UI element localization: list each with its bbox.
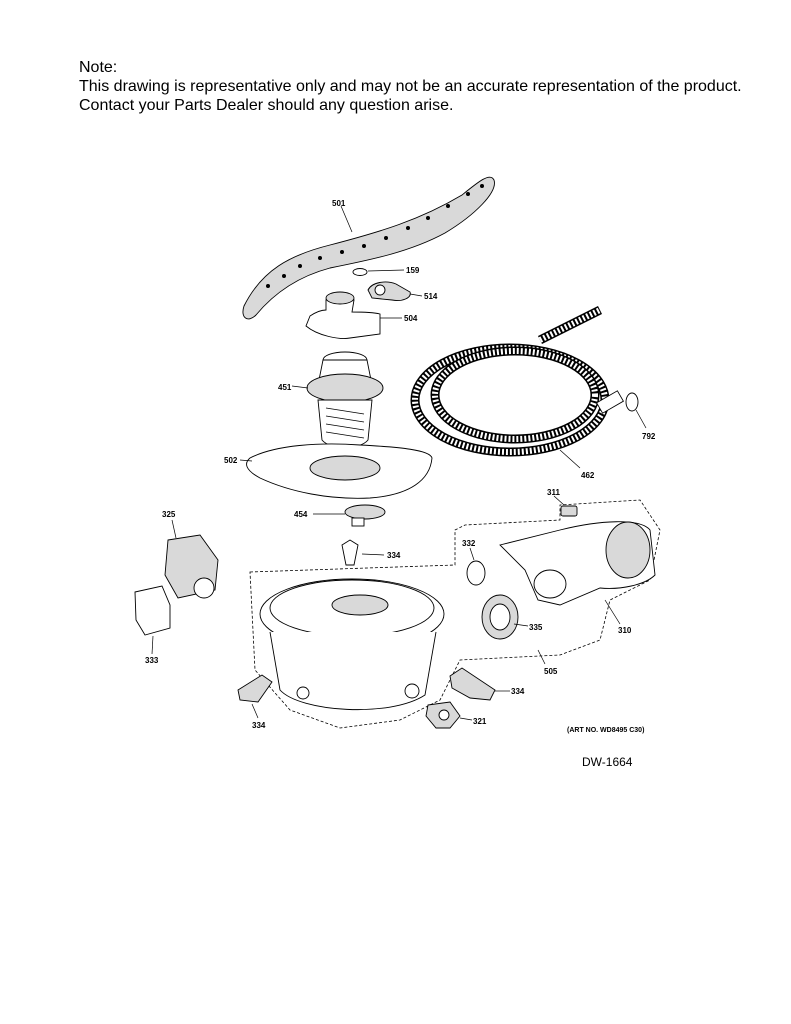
callout-325: 325: [162, 510, 176, 519]
note-line-1: This drawing is representative only and …: [79, 78, 742, 95]
callout-334-upper: 334: [387, 551, 401, 560]
callout-792: 792: [642, 432, 656, 441]
seal-335[interactable]: [481, 594, 529, 640]
note-line-2: Contact your Parts Dealer should any que…: [79, 97, 454, 114]
hose-clamp-792[interactable]: [625, 392, 647, 429]
callout-451: 451: [278, 383, 292, 392]
pump-motor-310[interactable]: [499, 521, 656, 625]
callout-514: 514: [424, 292, 438, 301]
capacitor-311[interactable]: [553, 495, 578, 517]
clamp-332[interactable]: [466, 547, 486, 586]
valve-321[interactable]: [425, 701, 473, 729]
callout-333: 333: [145, 656, 159, 665]
sensor-333[interactable]: [134, 585, 171, 655]
callout-332: 332: [462, 539, 476, 548]
callout-454: 454: [294, 510, 308, 519]
callout-159: 159: [406, 266, 420, 275]
filter-plate-502[interactable]: [239, 443, 433, 499]
manifold-504[interactable]: [305, 291, 402, 339]
note-title: Note:: [79, 59, 118, 76]
spray-arm-501[interactable]: [242, 176, 495, 320]
drain-hose-462[interactable]: [410, 305, 625, 469]
drawing-id: DW-1664: [582, 755, 633, 769]
hub-454[interactable]: [313, 504, 386, 527]
callout-501: 501: [332, 199, 346, 208]
callout-504: 504: [404, 314, 418, 323]
callout-321: 321: [473, 717, 487, 726]
diverter-motor-325[interactable]: [164, 519, 219, 599]
coupler-514[interactable]: [367, 281, 423, 301]
filter-assembly-451[interactable]: [291, 351, 384, 448]
art-number: (ART NO. WD8495 C30): [567, 727, 644, 734]
callout-334-left: 334: [252, 721, 266, 730]
callout-335: 335: [529, 623, 543, 632]
clip-334-upper[interactable]: [341, 539, 385, 566]
clip-334-left[interactable]: [237, 674, 273, 719]
callout-462: 462: [581, 471, 595, 480]
sump-assembly-505[interactable]: [249, 499, 661, 729]
callout-310: 310: [618, 626, 632, 635]
callout-334-right: 334: [511, 687, 525, 696]
callout-311: 311: [547, 488, 560, 497]
note-block: Note: This drawing is representative onl…: [79, 58, 759, 115]
callout-505: 505: [544, 667, 558, 676]
washer-159[interactable]: [352, 268, 405, 276]
clip-334-right[interactable]: [449, 667, 510, 701]
callout-502: 502: [224, 456, 238, 465]
